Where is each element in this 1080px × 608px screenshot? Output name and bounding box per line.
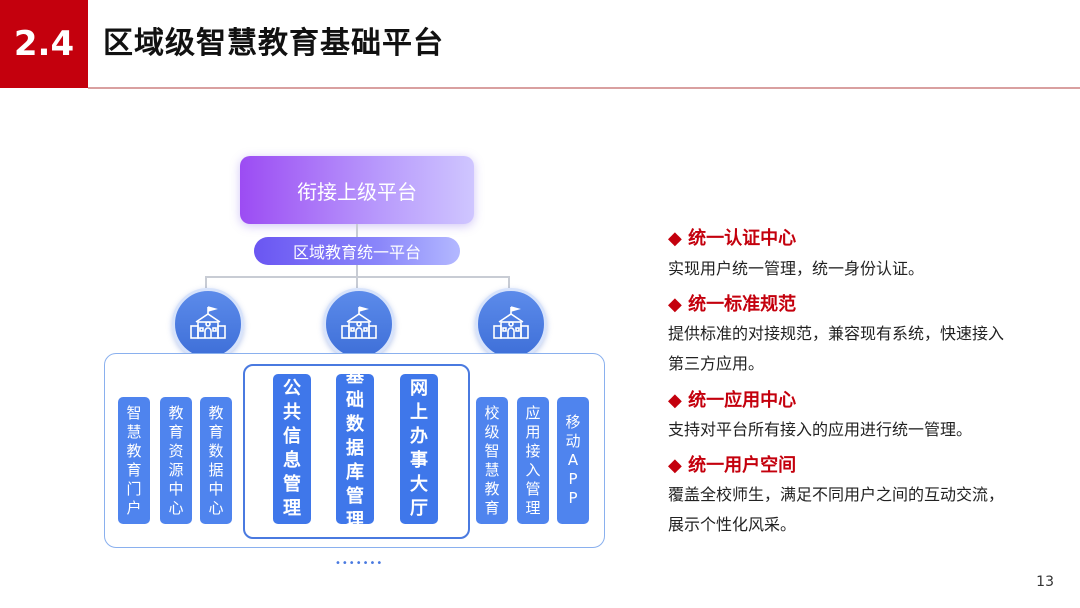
connector-line: [356, 265, 358, 277]
module-pill: 应用接入管理: [517, 397, 549, 524]
feature-title: ◆ 统一认证中心: [668, 228, 797, 249]
upper-platform-label: 衔接上级平台: [297, 179, 417, 204]
upper-platform-box: 衔接上级平台: [240, 156, 474, 224]
module-label: 网上办事大厅: [410, 378, 428, 519]
module-pill: 校级智慧教育: [476, 397, 508, 524]
connector-line: [508, 276, 510, 288]
school-icon: [475, 288, 547, 360]
feature-title: ◆ 统一用户空间: [668, 455, 797, 476]
module-pill: 教育资源中心: [160, 397, 192, 524]
module-pill: 基础数据库管理: [336, 366, 374, 531]
school-icon: [323, 288, 395, 360]
module-label: 校级智慧教育: [484, 403, 500, 517]
feature-description: 支持对平台所有接入的应用进行统一管理。: [668, 420, 973, 439]
header-divider: [88, 87, 1080, 89]
connector-line: [356, 224, 358, 237]
feature-description: 提供标准的对接规范，兼容现有系统，快速接入第三方应用。: [668, 324, 1005, 373]
pagination-dots: •••••••: [335, 558, 384, 569]
feature-description: 实现用户统一管理，统一身份认证。: [668, 259, 925, 278]
regional-platform-box: 区域教育统一平台: [254, 237, 460, 265]
module-label: 应用接入管理: [525, 403, 541, 517]
module-pill: 教育数据中心: [200, 397, 232, 524]
module-pill: 网上办事大厅: [400, 374, 438, 524]
module-label: 教育资源中心: [168, 403, 184, 517]
page-title: 区域级智慧教育基础平台: [103, 26, 444, 61]
connector-line: [356, 276, 358, 288]
connector-line: [205, 276, 207, 288]
module-pill: 公共信息管理: [273, 374, 311, 524]
module-label: 智慧教育门户: [126, 403, 142, 517]
module-label: 公共信息管理: [283, 378, 301, 519]
regional-platform-label: 区域教育统一平台: [292, 243, 421, 262]
module-pill: 智慧教育门户: [118, 397, 150, 524]
school-icon: [172, 288, 244, 360]
module-label: 教育数据中心: [208, 403, 224, 517]
section-number: 2.4: [0, 0, 88, 88]
feature-description: 覆盖全校师生，满足不同用户之间的互动交流，展示个性化风采。: [668, 485, 1005, 534]
module-label: 基础数据库管理: [346, 366, 364, 531]
page-number: 13: [1036, 574, 1054, 590]
feature-title: ◆ 统一应用中心: [668, 390, 797, 411]
feature-title: ◆ 统一标准规范: [668, 294, 797, 315]
